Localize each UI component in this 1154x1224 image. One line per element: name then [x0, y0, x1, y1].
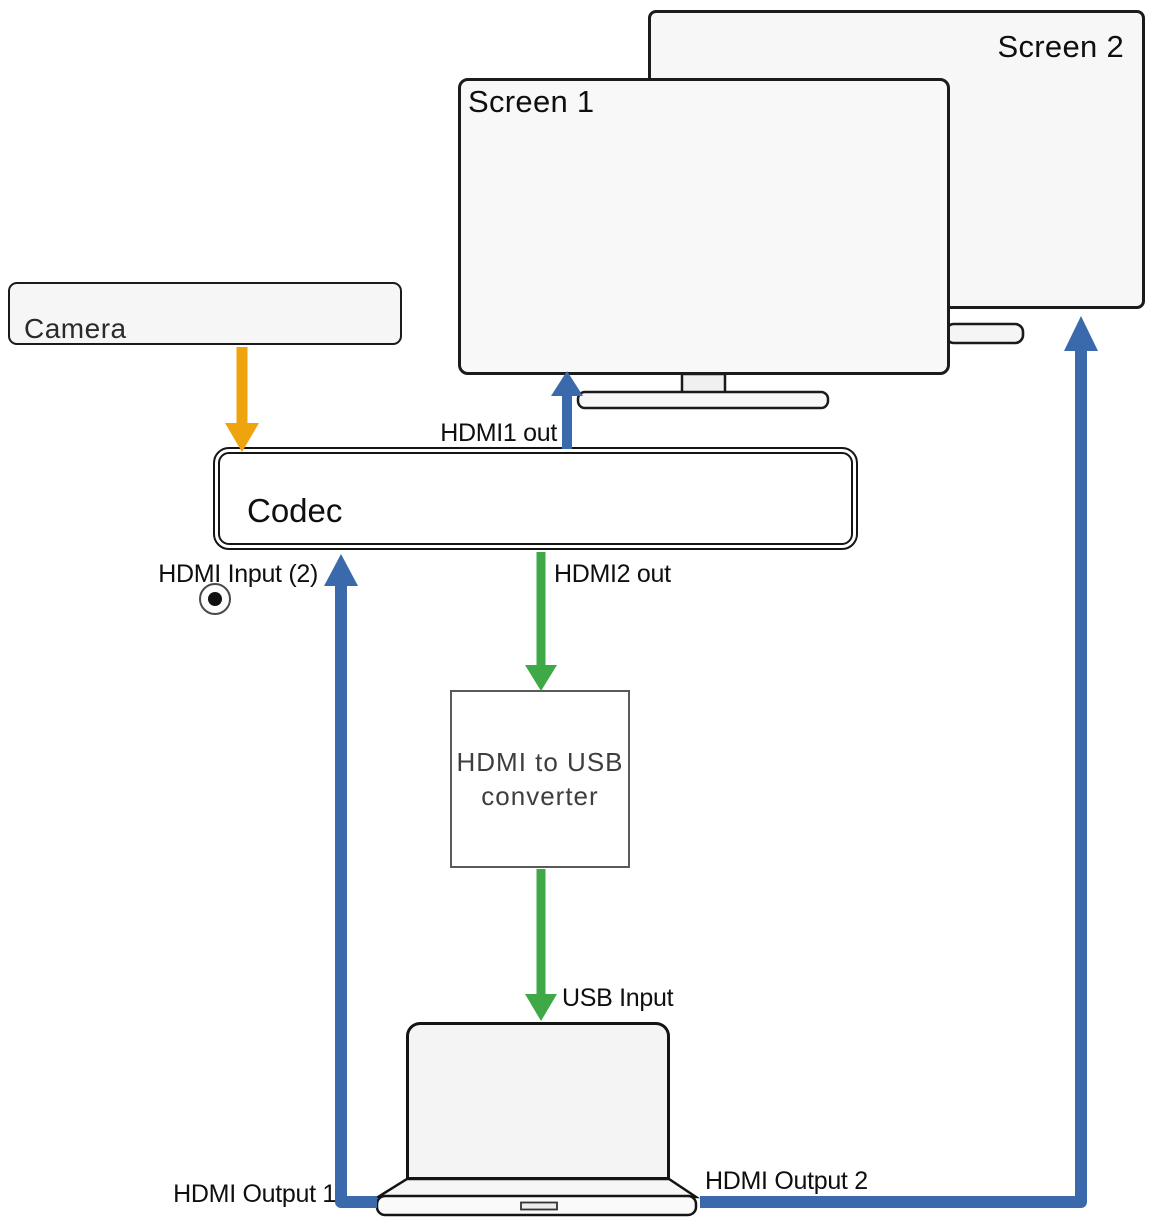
codec-label: Codec [247, 492, 343, 529]
laptop-base-bar [375, 1194, 698, 1217]
codec-to-converter-arrow [525, 552, 557, 691]
screen1-stand-base [576, 390, 830, 410]
hdmi-input-2-label: HDMI Input (2) [158, 560, 318, 588]
screen2-label: Screen 2 [997, 29, 1124, 64]
usb-input-label: USB Input [562, 984, 674, 1012]
converter-node [450, 690, 630, 868]
laptop-to-codec-head [324, 554, 358, 586]
converter-to-laptop-head [525, 994, 557, 1021]
screen1-stand-neck [680, 372, 727, 396]
camera-label: Camera [24, 313, 127, 344]
hdmi-output-1-label: HDMI Output 1 [173, 1180, 336, 1208]
converter-label-line1: HDMI to USB [456, 747, 624, 777]
converter-to-laptop-arrow [525, 869, 557, 1021]
screen1-label: Screen 1 [468, 84, 595, 119]
camera-node [8, 282, 402, 615]
camera-lens-icon [199, 583, 231, 615]
camera-lens-dot [208, 592, 222, 606]
hdmi1-out-label: HDMI1 out [440, 419, 557, 447]
hdmi2-out-label: HDMI2 out [554, 560, 671, 588]
laptop-to-screen2-head [1064, 316, 1098, 351]
laptop-base-wedge [373, 1177, 701, 1199]
converter-label: HDMI to USB converter [450, 745, 630, 813]
codec-inner-frame: Codec [218, 452, 853, 545]
codec-node: Codec [213, 447, 858, 550]
laptop-base-slot [520, 1201, 558, 1211]
screen1-node [458, 78, 950, 375]
camera-to-codec-arrow [225, 347, 259, 452]
laptop-to-codec-connector [324, 554, 377, 1208]
screen2-stand [944, 322, 1025, 345]
laptop-node [406, 1022, 670, 1180]
codec-to-converter-head [525, 665, 557, 691]
laptop-to-codec-line [335, 583, 377, 1208]
converter-label-line2: converter [481, 781, 599, 811]
hdmi-output-2-label: HDMI Output 2 [705, 1167, 868, 1195]
